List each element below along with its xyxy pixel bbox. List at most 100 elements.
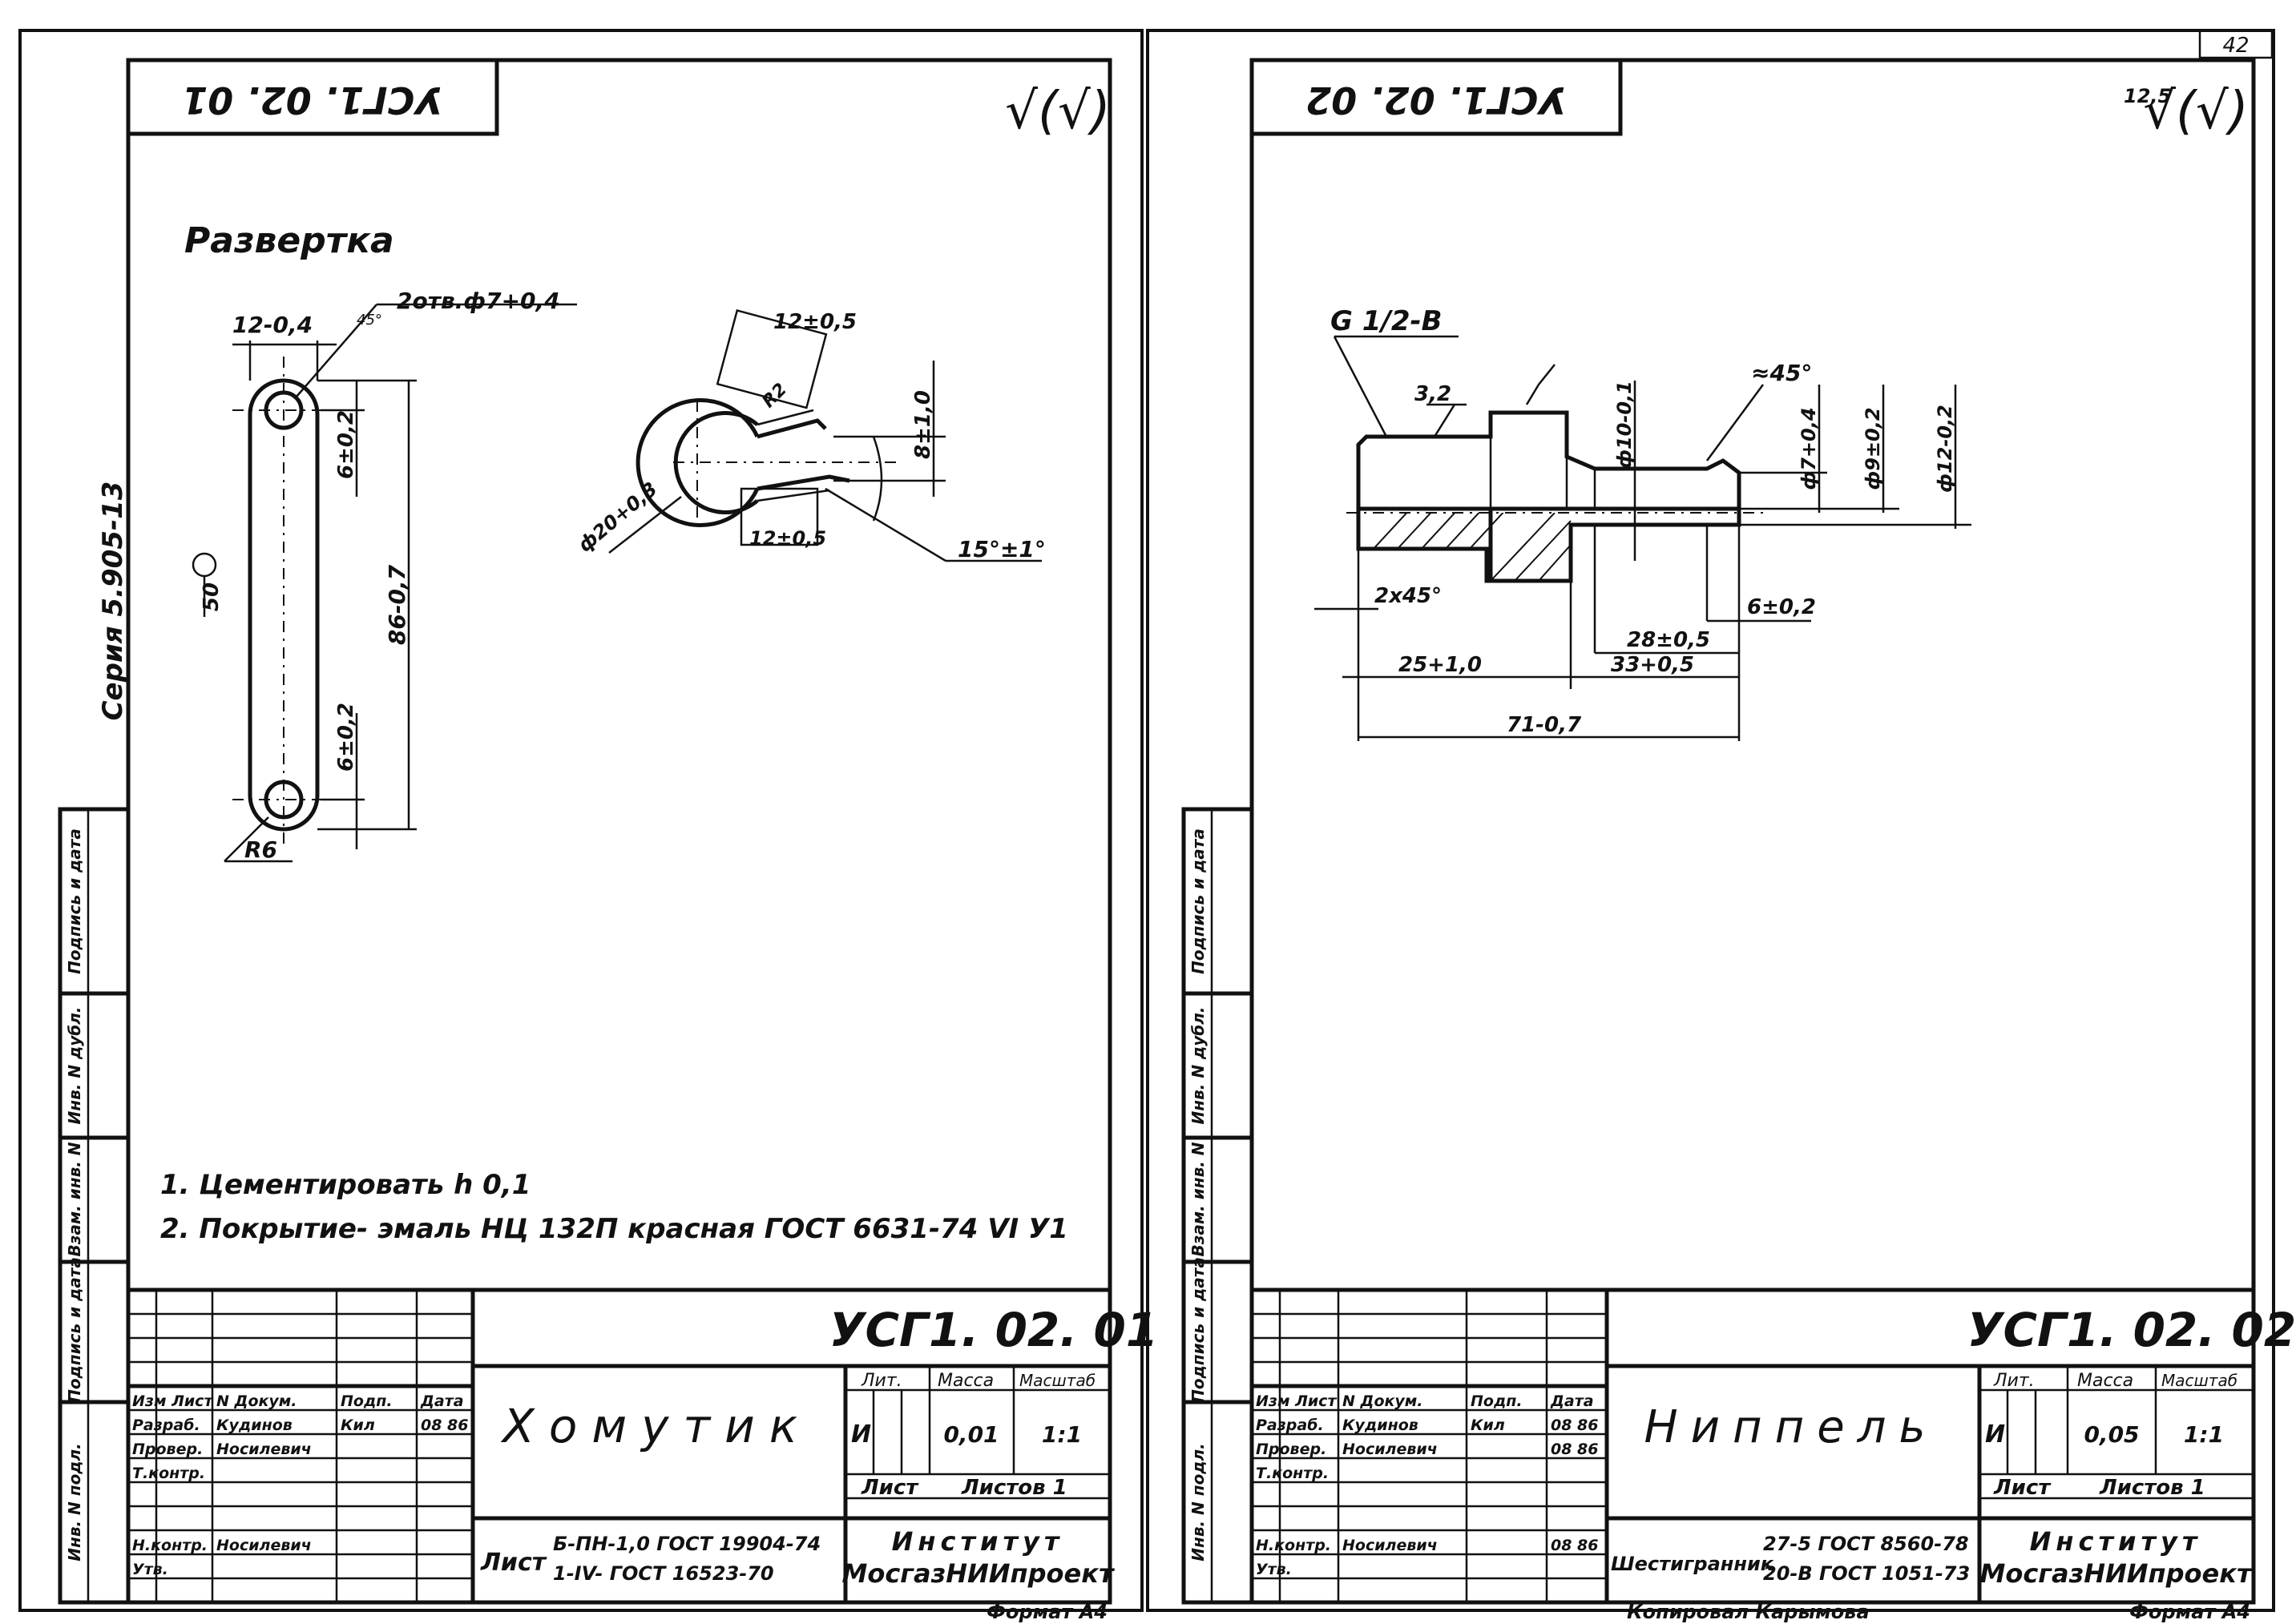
left-top-stamp-code: УСГ1. 02. 01 (182, 79, 443, 122)
left-view-title: Развертка (184, 220, 394, 261)
right-row-4-date: 08 86 (1551, 1537, 1599, 1554)
left-row-1-date: 08 86 (421, 1416, 469, 1434)
dim-chamfer-angle: ≈45° (1751, 360, 1812, 386)
right-row-4-role: Н.контр. (1256, 1537, 1331, 1554)
strip-development (192, 303, 577, 863)
left-title-code: УСГ1. 02. 01 (829, 1303, 1158, 1357)
dim-gap: 8±1,0 (911, 390, 935, 459)
right-title-block (1252, 1288, 2254, 1602)
dim-d7: ф7+0,4 (1798, 407, 1820, 490)
left-row-0-name: N Докум. (216, 1392, 297, 1410)
dim-hole-offset-bottom: 6±0,2 (334, 703, 358, 772)
left-sheets-label: Листов 1 (961, 1476, 1067, 1500)
left-scale-header: Масштаб (1019, 1371, 1096, 1390)
dim-l28: 28±0,5 (1627, 628, 1710, 652)
right-rows: Изм Лист N Докум. Подп. Дата Разраб. Куд… (1256, 1392, 1599, 1578)
left-material-1: Б-ПН-1,0 ГОСТ 19904-74 (553, 1533, 821, 1555)
right-row-1-role: Разраб. (1256, 1416, 1324, 1434)
left-row-0-date: Дата (420, 1392, 464, 1410)
right-part-name: Ниппель (1644, 1401, 1939, 1453)
right-sheets-label: Листов 1 (2099, 1476, 2205, 1500)
left-row-1-name: Кудинов (216, 1416, 293, 1434)
left-institute-2: МосгазНИИпроект (841, 1558, 1115, 1589)
right-material-1: 27-5 ГОСТ 8560-78 (1763, 1533, 1969, 1555)
right-side-col-0: Инв. N подл. (1188, 1443, 1208, 1561)
dim-bend-radius: R2 (759, 380, 791, 412)
dim-hole-offset-top: 6±0,2 (334, 410, 358, 479)
right-row-2-name: Носилевич (1342, 1441, 1438, 1458)
left-rows: Изм Лист N Докум. Подп. Дата Разраб. Куд… (132, 1392, 469, 1578)
right-outer-frame (1146, 29, 2275, 1612)
dim-l71: 71-0,7 (1507, 713, 1582, 737)
right-roughness-symbol: √(√) (2143, 82, 2249, 141)
right-title-code: УСГ1. 02. 02 (1967, 1303, 2296, 1357)
left-side-col-2: Взам. инв. N (65, 1142, 84, 1256)
page-number: 42 (2222, 34, 2249, 58)
right-format: Формат А4 (2129, 1601, 2250, 1623)
right-row-0-date: Дата (1550, 1392, 1594, 1410)
note-1: 1. Цементировать h 0,1 (160, 1169, 531, 1201)
dim-d12: ф12-0,2 (1934, 405, 1956, 493)
dim-tab-top: 12±0,5 (773, 310, 857, 334)
dim-chamfer: 2х45° (1374, 584, 1442, 608)
dim-clamp-dia: ф20+0,3 (574, 478, 662, 556)
right-row-0-sign: Подп. (1471, 1392, 1523, 1410)
right-side-col-2: Взам. инв. N (1188, 1142, 1208, 1256)
left-scale-value: 1:1 (1042, 1421, 1082, 1448)
right-row-2-role: Провер. (1256, 1441, 1326, 1458)
left-row-5-role: Утв. (132, 1561, 168, 1578)
dim-roughness-local: 3,2 (1414, 382, 1451, 406)
clamp-view (608, 308, 1042, 562)
right-institute-2: МосгазНИИпроект (1979, 1558, 2253, 1589)
dim-tab-bottom: 12±0,5 (749, 527, 826, 550)
left-row-0-sign: Подп. (341, 1392, 393, 1410)
left-mass-value: 0,01 (943, 1421, 999, 1448)
left-material-2: 1-IV- ГОСТ 16523-70 (553, 1562, 774, 1585)
right-row-4-name: Носилевич (1342, 1537, 1438, 1554)
left-outer-frame (18, 29, 1144, 1612)
left-part-name: Хомутик (500, 1399, 812, 1453)
left-row-0-role: Изм Лист (132, 1392, 213, 1410)
series-label: Серия 5.905-13 (97, 482, 129, 721)
dim-width: 12-0,4 (232, 312, 313, 338)
right-row-1-name: Кудинов (1342, 1416, 1418, 1434)
right-row-5-role: Утв. (1256, 1561, 1292, 1578)
dim-length: 86-0,7 (384, 564, 410, 645)
right-row-1-date: 08 86 (1551, 1416, 1599, 1434)
right-row-0-name: N Докум. (1342, 1392, 1423, 1410)
note-2: 2. Покрытие- эмаль НЦ 132П красная ГОСТ … (160, 1213, 1068, 1245)
left-title-block (128, 1288, 1110, 1602)
nipple-view (1314, 335, 1971, 741)
right-scale-value: 1:1 (2184, 1421, 2224, 1448)
left-roughness-symbol: √(√) (1005, 82, 1111, 141)
left-row-4-name: Носилевич (216, 1537, 312, 1554)
dim-angle: 15°±1° (958, 536, 1046, 562)
left-lit-value: И (851, 1420, 871, 1449)
left-row-4-role: Н.контр. (132, 1537, 208, 1554)
right-top-stamp-box (1249, 58, 1623, 136)
dim-d9: ф9±0,2 (1862, 407, 1884, 490)
dim-fold: 50 (200, 582, 224, 611)
left-format: Формат А4 (987, 1601, 1108, 1623)
right-mass-header: Масса (2077, 1371, 2133, 1391)
left-side-columns: Инв. N подл. Подпись и дата Взам. инв. N… (58, 807, 131, 1605)
right-side-col-1: Подпись и дата (1188, 1257, 1208, 1403)
left-sheet-label: Лист (861, 1476, 919, 1500)
dim-radius: R6 (244, 836, 277, 863)
dim-holes: 2отв.ф7+0,4 (397, 288, 560, 314)
left-side-col-3: Инв. N дубл. (65, 1007, 84, 1125)
right-material-label: Шестигранник (1611, 1553, 1774, 1575)
right-copied-by: Копировал Карымова (1627, 1601, 1870, 1623)
right-scale-header: Масштаб (2161, 1371, 2237, 1390)
left-row-1-sign: Кил (341, 1416, 375, 1434)
right-row-1-sign: Кил (1471, 1416, 1505, 1434)
right-row-2-date: 08 86 (1551, 1441, 1599, 1458)
right-side-col-3: Инв. N дубл. (1188, 1007, 1208, 1125)
right-lit-value: И (1985, 1420, 2005, 1449)
left-side-col-1: Подпись и дата (65, 1257, 84, 1403)
left-side-col-4: Подпись и дата (65, 828, 84, 974)
right-side-columns: Инв. N подл. Подпись и дата Взам. инв. N… (1181, 807, 1254, 1605)
left-lit-header: Лит. (861, 1371, 902, 1391)
right-side-col-4: Подпись и дата (1188, 828, 1208, 974)
